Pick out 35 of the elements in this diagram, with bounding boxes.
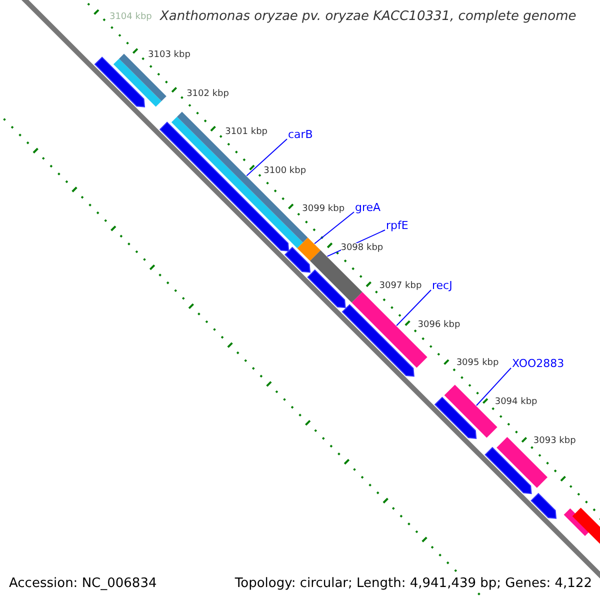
leader-line	[314, 212, 354, 244]
footer-text: Accession: NC_006834	[9, 575, 157, 592]
gene-feature-bar	[307, 269, 346, 308]
leader-line	[476, 368, 512, 406]
tick-label: 3096 kbp	[418, 320, 460, 331]
gene-feature-bar	[284, 246, 311, 273]
gene-label: carB	[288, 129, 313, 140]
gene-bar	[297, 238, 321, 261]
tick-label: 3094 kbp	[494, 396, 538, 408]
tick-label: 3098 kbp	[340, 242, 384, 254]
tick-label: 3095 kbp	[456, 358, 499, 370]
gene-feature-bar	[530, 492, 557, 519]
tick-label: 3103 kbp	[148, 50, 190, 62]
gene-feature-bar	[342, 304, 414, 377]
gene-label: recJ	[432, 280, 452, 291]
tick-label: 3104 kbp	[109, 12, 152, 23]
tick-label: 3101 kbp	[225, 127, 268, 138]
tick-label: 3102 kbp	[186, 88, 229, 100]
gene-feature-bar	[159, 122, 290, 252]
gene-feature-bar	[484, 446, 532, 494]
tick-label: 3100 kbp	[264, 166, 306, 177]
tick-label: 3099 kbp	[302, 204, 345, 216]
gene-label: XOO2883	[512, 358, 564, 369]
leader-line	[246, 138, 288, 176]
gene-feature-bar	[94, 56, 146, 108]
title: Xanthomonas oryzae pv. oryzae KACC10331, complete genome	[160, 10, 576, 23]
tick-label: 3093 kbp	[533, 436, 576, 447]
gene-feature-bar	[434, 396, 477, 439]
gene-label: greA	[355, 202, 381, 213]
leader-line	[396, 290, 432, 326]
gene-bar	[444, 384, 498, 438]
tick-label: 3097 kbp	[379, 281, 422, 292]
gene-bar	[310, 250, 362, 303]
footer-text: Topology: circular; Length: 4,941,439 bp; Genes: 4,122	[234, 575, 592, 592]
gene-label: rpfE	[386, 220, 408, 231]
